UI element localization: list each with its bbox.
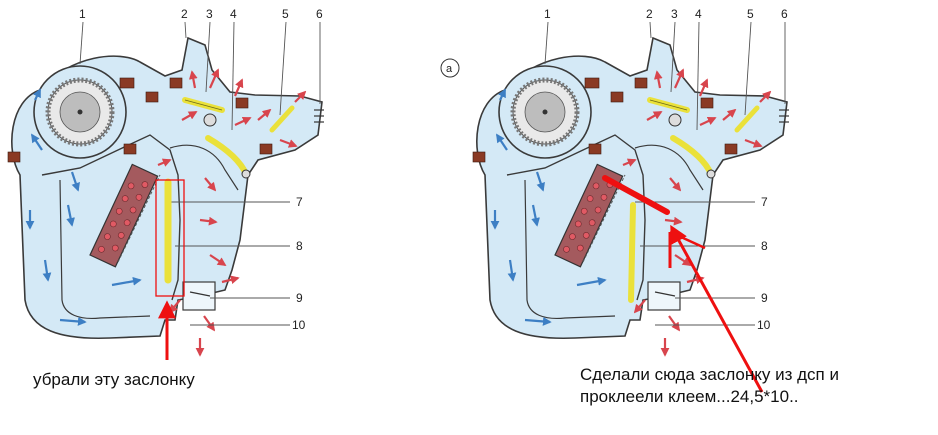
new-flap-bar: [602, 175, 670, 215]
right-heater-diagram: а 1 2 3 4 5 6 7 8 9 10: [440, 7, 789, 355]
callout-3: 3: [671, 7, 678, 21]
callout-10: 10: [757, 318, 771, 332]
callout-2: 2: [181, 7, 188, 21]
callout-7: 7: [296, 195, 303, 209]
panel-letter-circle: [440, 58, 460, 78]
callout-1: 1: [544, 7, 551, 21]
callout-5: 5: [747, 7, 754, 21]
right-callout-numbers: 1 2 3 4 5 6 7 8 9 10: [544, 7, 788, 332]
callout-6: 6: [781, 7, 788, 21]
panel-letter: а: [446, 63, 453, 75]
callout-9: 9: [296, 291, 303, 305]
callout-7: 7: [761, 195, 768, 209]
right-caption-line-1: Сделали сюда заслонку из дсп и: [580, 365, 839, 384]
callout-4: 4: [230, 7, 237, 21]
flap-8: [628, 202, 636, 303]
callout-4: 4: [695, 7, 702, 21]
callout-8: 8: [761, 239, 768, 253]
right-caption: Сделали сюда заслонку из дсп и проклеели…: [580, 364, 839, 408]
callout-2: 2: [646, 7, 653, 21]
callout-9: 9: [761, 291, 768, 305]
callout-6: 6: [316, 7, 323, 21]
callout-3: 3: [206, 7, 213, 21]
left-heater-diagram: 1 2 3 4 5 6 7 8 9 10: [8, 7, 324, 360]
removed-flap-highlight: [155, 179, 185, 297]
callout-5: 5: [282, 7, 289, 21]
right-caption-line-2: проклеели клеем...24,5*10..: [580, 387, 799, 406]
left-caption: убрали эту заслонку: [33, 370, 195, 389]
right-annotation-arrow: [670, 224, 764, 393]
left-callout-numbers: 1 2 3 4 5 6 7 8 9 10: [79, 7, 323, 332]
callout-1: 1: [79, 7, 86, 21]
callout-10: 10: [292, 318, 306, 332]
callout-8: 8: [296, 239, 303, 253]
